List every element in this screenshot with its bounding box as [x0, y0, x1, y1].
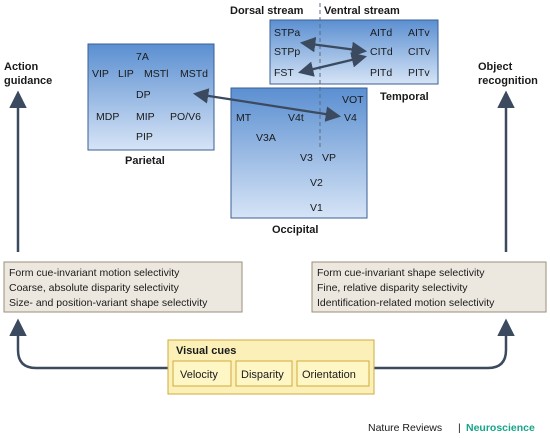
connection-fst-citd: [298, 52, 367, 77]
area-mdp: MDP: [96, 111, 119, 123]
action-guidance-label-line1: Action: [4, 61, 39, 73]
area-aitv: AITv: [408, 27, 430, 39]
credit-separator: |: [458, 422, 461, 434]
area-citv: CITv: [408, 46, 431, 58]
area-dp: DP: [136, 89, 151, 101]
area-v3a: V3A: [256, 132, 276, 144]
area-pip: PIP: [136, 131, 153, 143]
area-v3: V3: [300, 152, 313, 164]
area-v4t: V4t: [288, 112, 304, 124]
area-v4: V4: [344, 112, 357, 124]
cue-disparity-box: [235, 360, 293, 387]
connection-dp-v4: [192, 88, 342, 122]
area-vip: VIP: [92, 68, 109, 80]
area-citd: CITd: [370, 46, 393, 58]
dorsal-property: Coarse, absolute disparity selectivity: [9, 282, 180, 294]
cue-velocity: Velocity: [180, 369, 218, 381]
area-mstl: MSTl: [144, 68, 169, 80]
credit-journal: Nature Reviews: [368, 422, 442, 434]
object-recognition-label-line1: Object: [478, 61, 513, 73]
area-v1: V1: [310, 202, 323, 214]
area-7a: 7A: [136, 51, 149, 63]
area-vot: VOT: [342, 94, 364, 106]
cue-orientation: Orientation: [302, 369, 356, 381]
area-stpa: STPa: [274, 27, 300, 39]
visual-cues-title: Visual cues: [176, 345, 236, 357]
cues-to-ventral-arrow: [374, 318, 515, 370]
area-mip: MIP: [136, 111, 155, 123]
temporal-title: Temporal: [380, 91, 429, 103]
area-mt: MT: [236, 112, 252, 124]
area-lip: LIP: [118, 68, 134, 80]
ventral-property: Fine, relative disparity selectivity: [317, 282, 468, 294]
area-aitd: AITd: [370, 27, 392, 39]
ventral-property: Identification-related motion selectivit…: [317, 297, 495, 309]
dorsal-property: Size- and position-variant shape selecti…: [9, 297, 208, 309]
connection-stpp-citd: [299, 36, 368, 58]
occipital-region: [230, 87, 368, 219]
cue-velocity-box: [172, 360, 232, 387]
dorsal-properties-box: [3, 261, 243, 313]
area-v2: V2: [310, 177, 323, 189]
dorsal-property: Form cue-invariant motion selectivity: [9, 267, 180, 279]
action-guidance-label-line2: guidance: [4, 75, 52, 87]
occipital-title: Occipital: [272, 224, 318, 236]
area-stpp: STPp: [274, 46, 300, 58]
ventral-property: Form cue-invariant shape selectivity: [317, 267, 485, 279]
cue-disparity: Disparity: [241, 369, 284, 381]
ventral-properties-box: [311, 261, 547, 313]
credit-field: Neuroscience: [466, 422, 535, 434]
area-mstd: MSTd: [180, 68, 208, 80]
dorsal-stream-label: Dorsal stream: [230, 5, 304, 17]
area-pitv: PITv: [408, 67, 430, 79]
area-fst: FST: [274, 67, 294, 79]
parietal-title: Parietal: [125, 155, 165, 167]
area-po-v6: PO/V6: [170, 111, 201, 123]
cues-to-dorsal-arrow: [9, 318, 168, 370]
area-pitd: PITd: [370, 67, 392, 79]
object-recognition-label-line2: recognition: [478, 75, 538, 87]
area-vp: VP: [322, 152, 336, 164]
cue-orientation-box: [296, 360, 370, 387]
ventral-stream-label: Ventral stream: [324, 5, 400, 17]
